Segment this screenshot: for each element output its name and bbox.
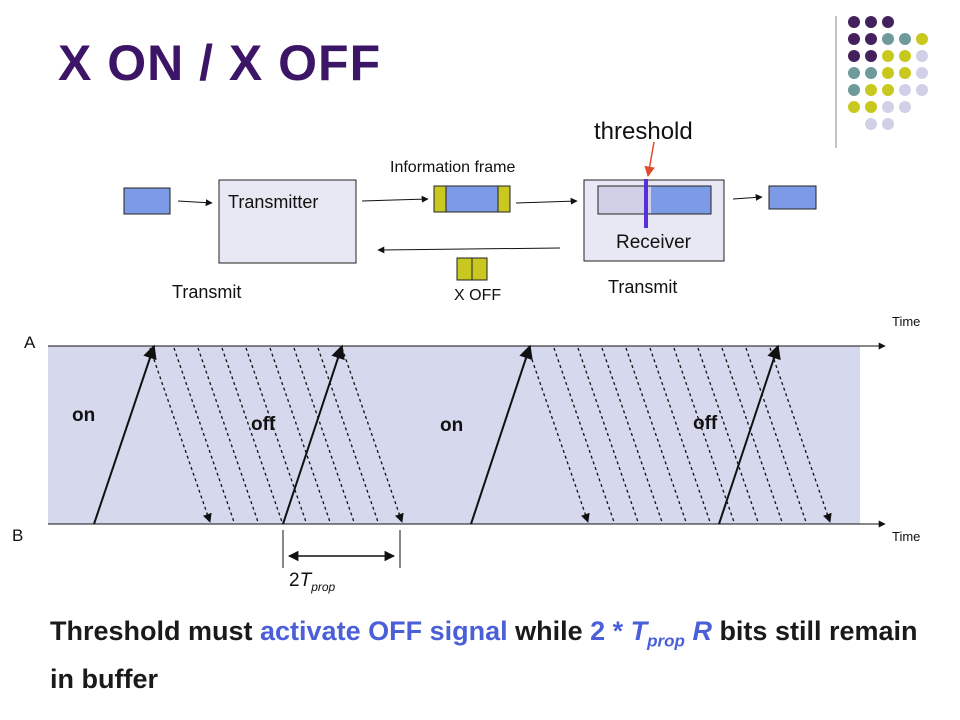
data-frame-line	[293, 347, 355, 523]
data-frame-line	[745, 347, 807, 523]
data-frame-line	[173, 347, 235, 523]
off-label-1: off	[251, 414, 276, 435]
decorative-dot	[916, 84, 928, 96]
data-frame-line	[341, 347, 404, 523]
arrow-to-info-frame	[361, 195, 429, 203]
arrow-to-output	[732, 193, 763, 201]
data-frame-line	[601, 347, 663, 523]
decorative-dot	[882, 33, 894, 45]
decorative-dot	[865, 101, 877, 113]
decorative-dot-grid	[835, 16, 928, 148]
decorative-dot	[865, 84, 877, 96]
b-label: B	[12, 526, 24, 545]
xoff-label: X OFF	[454, 287, 502, 304]
output-frame	[768, 185, 817, 210]
time-label-top: Time	[892, 314, 921, 329]
data-frame-line	[317, 347, 379, 523]
arrow-to-transmitter	[177, 199, 213, 207]
info-frame-label: Information frame	[390, 159, 516, 176]
data-frame-line	[673, 347, 735, 523]
off-label-2: off	[693, 413, 718, 434]
decorative-dot	[848, 16, 860, 28]
decorative-dot	[899, 84, 911, 96]
data-frame-line	[553, 347, 615, 523]
on-label-1: on	[72, 405, 96, 426]
decorative-dot	[865, 67, 877, 79]
decorative-dot	[848, 67, 860, 79]
decorative-dot	[882, 16, 894, 28]
data-frame-line	[221, 347, 283, 523]
transmitter-box	[218, 179, 357, 264]
signal-xon-2	[470, 344, 533, 525]
decorative-dot	[882, 67, 894, 79]
decorative-dot	[882, 118, 894, 130]
transmit-right-label: Transmit	[608, 277, 678, 297]
decorative-dot	[916, 33, 928, 45]
decorative-dot	[899, 101, 911, 113]
data-frame-line	[577, 347, 639, 523]
decorative-dot	[865, 33, 877, 45]
data-frames	[149, 347, 832, 523]
a-label: A	[24, 333, 36, 352]
receiver-label: Receiver	[616, 232, 691, 253]
information-frame	[433, 185, 511, 213]
decorative-dot	[865, 16, 877, 28]
xon-xoff-diagram	[48, 141, 886, 568]
decorative-dot	[848, 33, 860, 45]
decorative-dot	[916, 67, 928, 79]
decorative-dot	[899, 33, 911, 45]
data-frame-line	[625, 347, 687, 523]
decorative-dot	[865, 118, 877, 130]
data-frame-line	[269, 347, 331, 523]
decorative-dot	[848, 50, 860, 62]
time-label-bottom: Time	[892, 529, 921, 544]
on-label-2: on	[440, 415, 464, 436]
summary-text: Threshold must activate OFF signal while…	[50, 616, 918, 695]
decorative-dot	[882, 84, 894, 96]
data-frame-line	[245, 347, 307, 523]
decorative-dot	[899, 50, 911, 62]
signal-xoff-1	[282, 344, 345, 525]
signal-xoff-2	[718, 344, 781, 525]
threshold-label: threshold	[594, 118, 693, 145]
data-frame-line	[149, 347, 212, 523]
buffer-fill	[651, 186, 711, 214]
slide-title: X ON / X OFF	[58, 35, 382, 91]
decorative-dot	[882, 50, 894, 62]
data-frame-line	[721, 347, 783, 523]
decorative-dot	[882, 101, 894, 113]
signal-xon-1	[93, 344, 157, 525]
data-frame-line	[697, 347, 759, 523]
xoff-frame	[456, 257, 488, 281]
decorative-dot	[899, 67, 911, 79]
input-frame	[123, 187, 171, 215]
transmit-left-label: Transmit	[172, 282, 242, 302]
data-frame-line	[527, 347, 590, 523]
timeline-band	[48, 346, 860, 524]
decorative-dot	[848, 84, 860, 96]
data-frame-line	[197, 347, 259, 523]
xoff-return-arrow	[377, 246, 561, 254]
data-frame-line	[769, 347, 832, 523]
decorative-dot	[848, 101, 860, 113]
decorative-dot	[865, 50, 877, 62]
threshold-arrow	[644, 141, 655, 178]
decorative-dot	[916, 50, 928, 62]
transmitter-label: Transmitter	[228, 192, 319, 212]
data-frame-line	[649, 347, 711, 523]
dot-group	[848, 16, 928, 130]
tprop-label: 2Tprop	[289, 570, 336, 594]
arrow-to-receiver	[515, 197, 578, 205]
